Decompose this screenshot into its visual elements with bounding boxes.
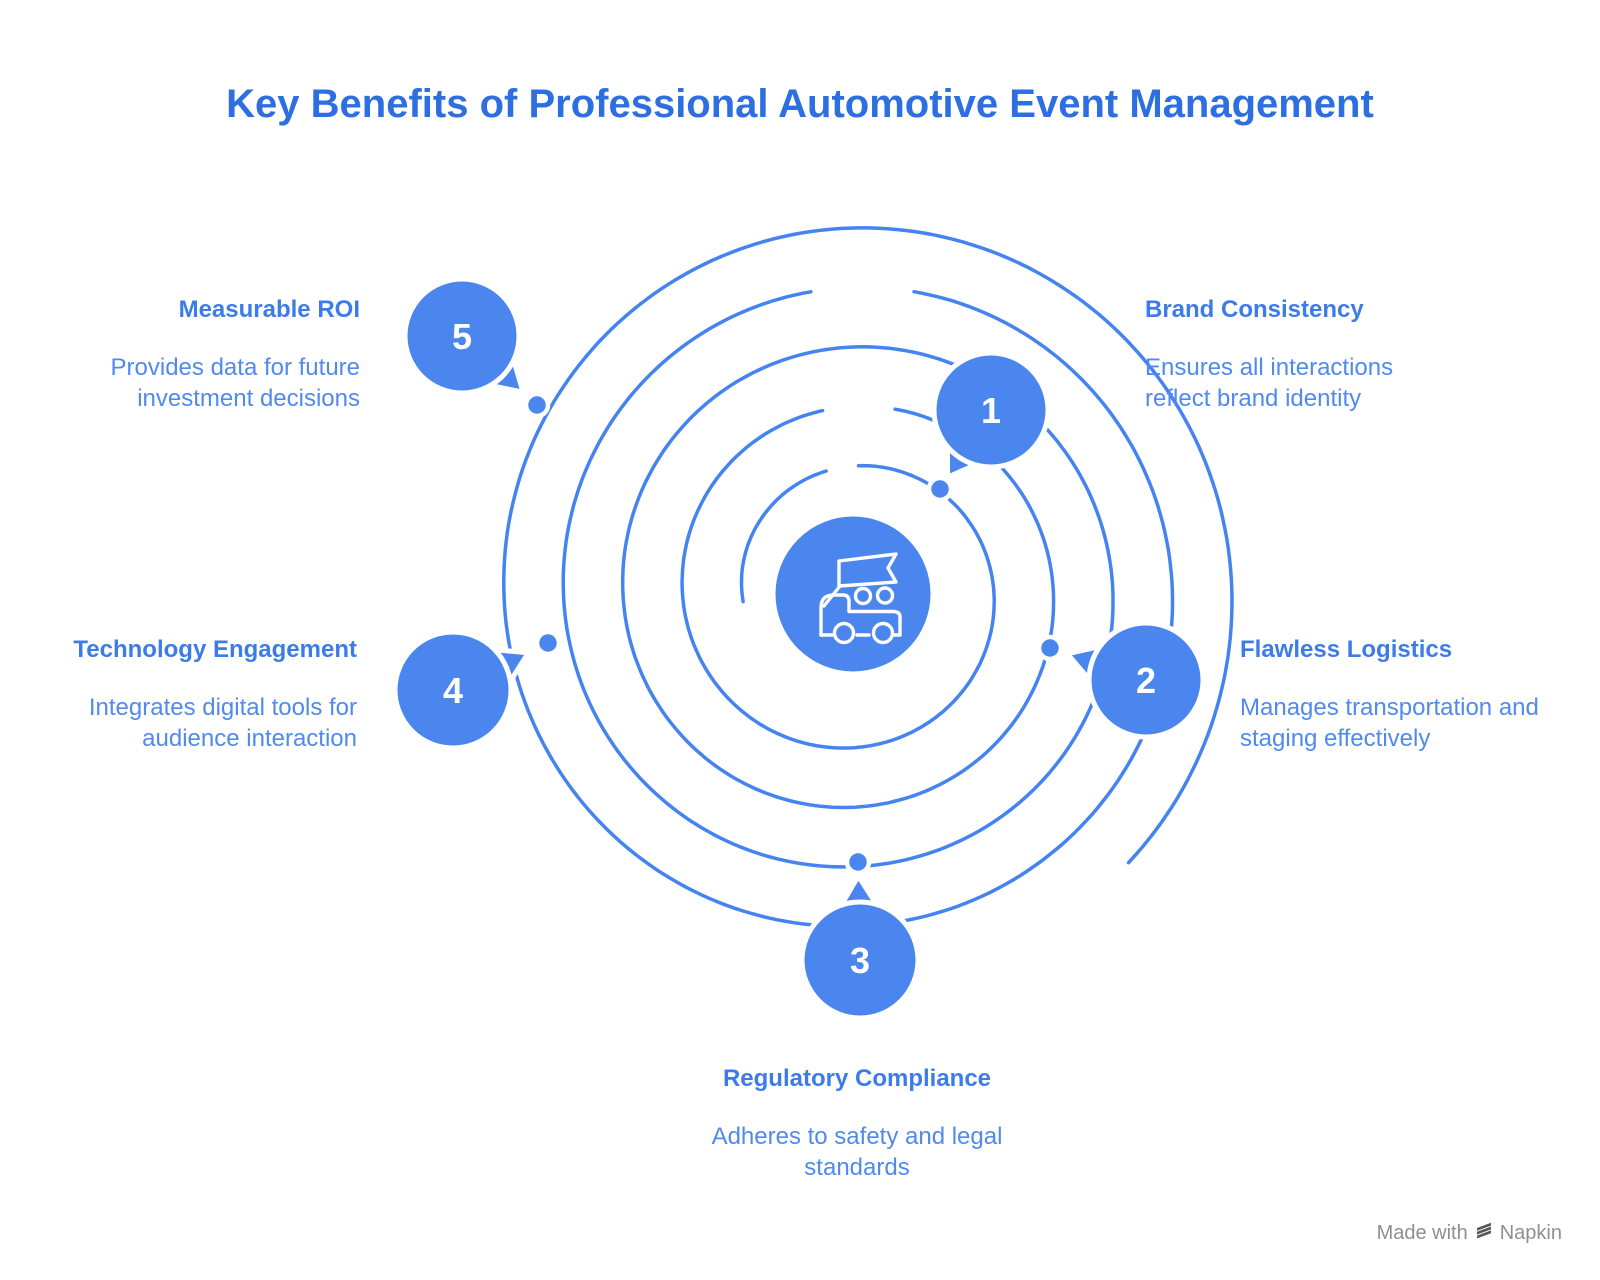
bubble-number: 5 [452,316,472,357]
bubble-circle [1086,620,1206,740]
benefit-heading: Flawless Logistics [1240,636,1453,663]
benefit-label-3: Regulatory Compliance Adheres to safety … [657,1064,1057,1183]
footer-brand: Napkin [1499,1222,1562,1244]
benefit-description: Provides data for future investment deci… [110,354,360,412]
benefit-description: Adheres to safety and legal standards [711,1123,1003,1181]
spiral-dot-3 [844,848,872,876]
benefit-heading: Regulatory Compliance [722,1065,992,1092]
benefit-label-1: Brand Consistency Ensures all interactio… [1145,295,1445,414]
bubble-circle [402,276,522,396]
bubble-4: 4 [392,629,531,751]
bubble-circle [392,629,514,751]
page-title: Key Benefits of Professional Automotive … [226,82,1374,126]
bubble-number: 2 [1136,660,1156,701]
spiral-dot-4 [534,629,562,657]
benefit-description: Manages transportation and staging effec… [1240,694,1539,752]
napkin-icon [1475,1222,1493,1245]
benefit-heading: Technology Engagement [73,636,357,663]
benefit-label-2: Flawless Logistics Manages transportatio… [1240,635,1540,754]
bubble-3: 3 [799,873,921,1021]
benefit-description: Ensures all interactions reflect brand i… [1145,354,1394,412]
bubble-number: 1 [981,390,1001,431]
made-with-napkin: Made with Napkin [1377,1222,1562,1245]
bubble-2: 2 [1064,620,1206,740]
bubble-5: 5 [402,276,526,396]
truck-flag-icon [819,552,902,645]
benefit-label-5: Measurable ROI Provides data for future … [40,295,360,414]
footer-prefix: Made with [1376,1222,1468,1244]
benefit-label-4: Technology Engagement Integrates digital… [37,635,357,754]
bubble-1: 1 [931,350,1051,480]
center-badge [770,511,936,677]
benefit-heading: Brand Consistency [1145,296,1364,323]
benefit-description: Integrates digital tools for audience in… [88,694,357,752]
spiral-path [502,226,1234,929]
benefit-heading: Measurable ROI [178,296,360,323]
spiral-dot-2 [1036,634,1064,662]
center-circle [770,511,936,677]
bubble-circle [931,350,1051,470]
spiral-dot-5 [523,391,551,419]
spiral-dot-1 [926,475,954,503]
bubble-circle [799,899,921,1021]
bubble-number: 4 [443,670,463,711]
bubble-number: 3 [850,940,870,981]
